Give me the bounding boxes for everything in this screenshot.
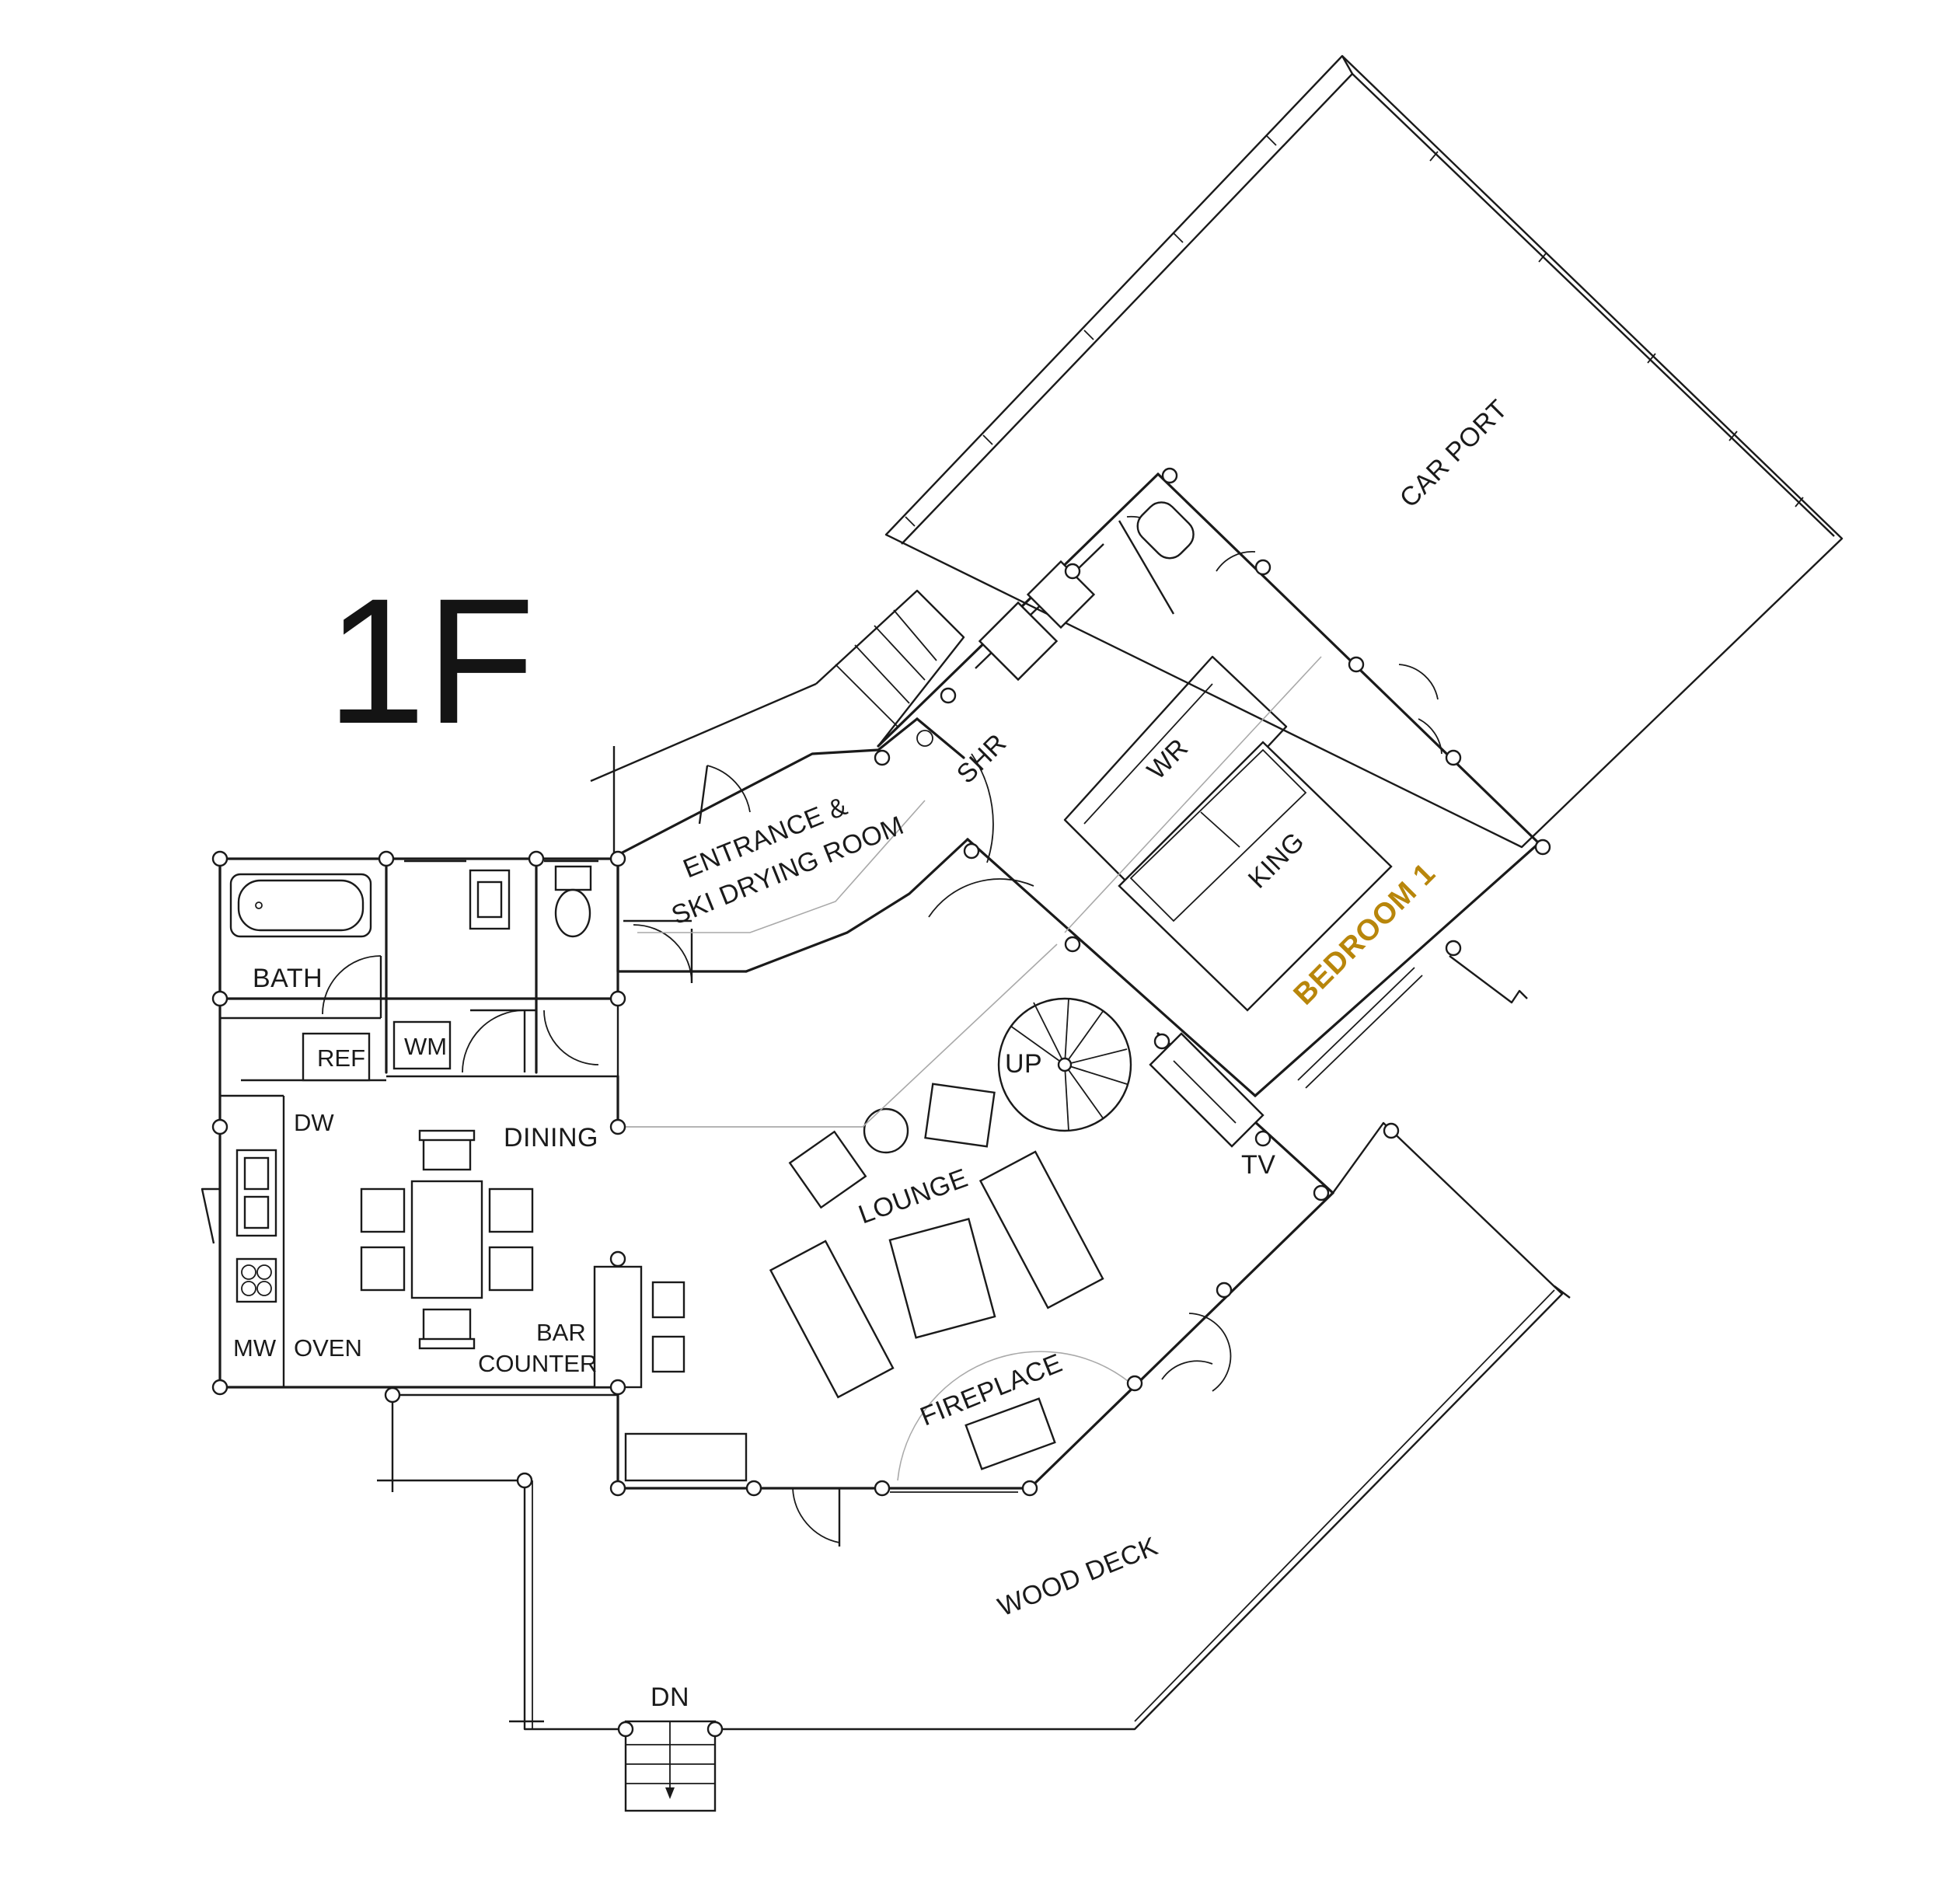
bedroom1-wing [877, 473, 1540, 1097]
up-stair-label: UP [1005, 1049, 1042, 1079]
bath-label: BATH [253, 964, 323, 993]
down-stair-label: DN [651, 1683, 689, 1712]
wood-deck-label: WOOD DECK [994, 1532, 1162, 1623]
carport [884, 54, 1844, 849]
wood-deck [509, 1121, 1571, 1812]
dishwasher-label: DW [294, 1109, 334, 1136]
refrigerator-label: REF [317, 1044, 365, 1072]
shower-label: SHR [951, 728, 1013, 790]
walk-in-robe-label: WR [1142, 733, 1195, 786]
entrance [590, 589, 969, 984]
microwave-label: MW [233, 1334, 277, 1362]
oven-label: OVEN [294, 1334, 362, 1362]
dining-label: DINING [504, 1123, 598, 1153]
carport-label: CAR PORT [1394, 394, 1513, 513]
floor-title: 1F [326, 561, 535, 761]
lounge-label: LOUNGE [855, 1163, 972, 1230]
washing-machine-label: WM [404, 1033, 447, 1060]
lounge [616, 943, 1334, 1547]
tv-label: TV [1241, 1150, 1275, 1180]
bar-label-line2: COUNTER [478, 1350, 597, 1377]
bar-label-line1: BAR [536, 1319, 586, 1346]
structural-posts [211, 467, 1551, 1738]
kitchen-dining [201, 1094, 874, 1492]
